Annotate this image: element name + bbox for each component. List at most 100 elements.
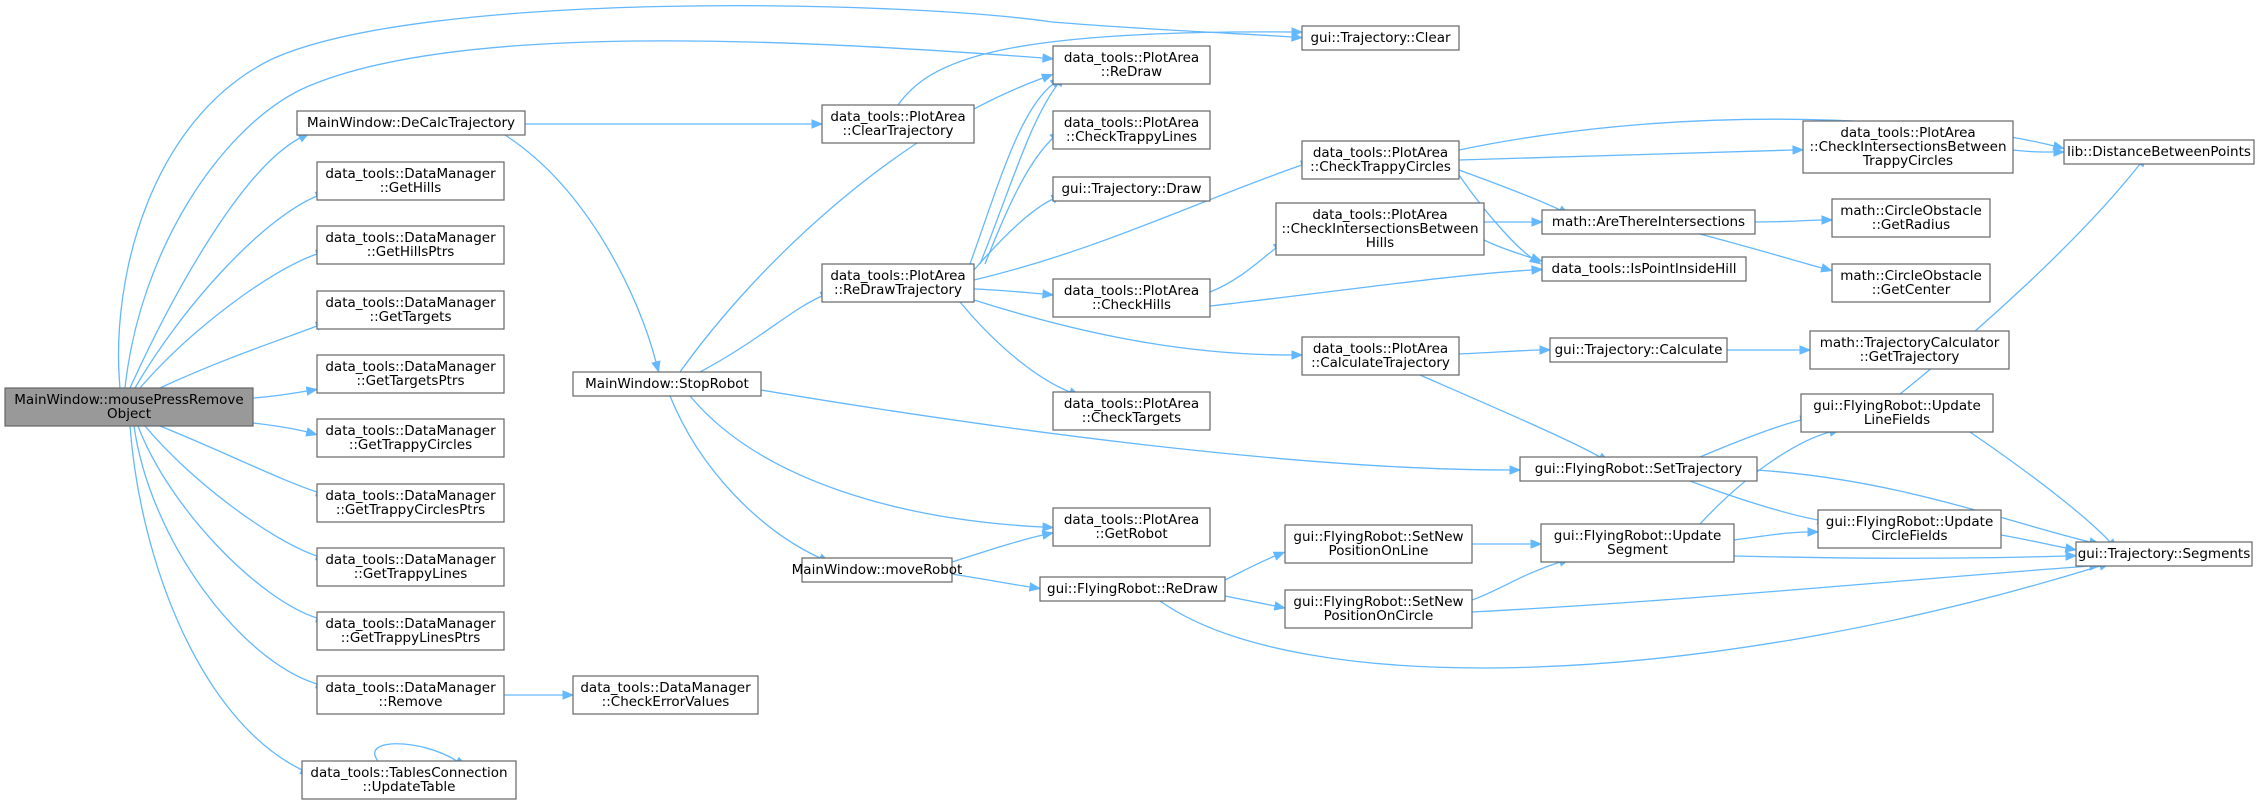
node-checkhills[interactable]: data_tools::PlotArea::CheckHills (1052, 278, 1211, 318)
node-redraw[interactable]: data_tools::PlotArea::ReDraw (1052, 45, 1211, 85)
edge-root-to-gettrappylines (144, 425, 318, 557)
edge-arrowhead (562, 690, 575, 700)
node-box (316, 225, 505, 265)
node-box (1809, 330, 2010, 370)
node-gethills[interactable]: data_tools::DataManager::GetHills (316, 161, 505, 201)
node-label: gui::Trajectory::Calculate (1555, 342, 1723, 358)
node-gettrappylinesptrs[interactable]: data_tools::DataManager::GetTrappyLinesP… (316, 611, 505, 651)
node-label: MainWindow::mousePressRemove (14, 392, 243, 408)
edge-root-to-redraw (124, 40, 1044, 389)
node-label: data_tools::PlotArea (1064, 50, 1199, 66)
node-label: data_tools::PlotArea (1064, 283, 1199, 299)
edge-arrowhead (1807, 527, 1820, 537)
node-ispointinside[interactable]: data_tools::IsPointInsideHill (1541, 256, 1747, 282)
node-distance[interactable]: lib::DistanceBetweenPoints (2063, 139, 2255, 165)
node-box (1519, 456, 1758, 482)
node-calctraj[interactable]: data_tools::PlotArea::CalculateTrajector… (1301, 336, 1460, 376)
node-checktrappycircles[interactable]: data_tools::PlotArea::CheckTrappyCircles (1301, 140, 1460, 180)
edge-redrawtraj-to-checkhills (973, 288, 1044, 295)
node-box (1301, 140, 1460, 180)
node-getcenter[interactable]: math::CircleObstacle::GetCenter (1831, 263, 1991, 303)
node-redrawtraj[interactable]: data_tools::PlotArea::ReDrawTrajectory (821, 263, 975, 303)
edge-frredraw-to-segments (1159, 565, 2101, 669)
node-settraj[interactable]: gui::FlyingRobot::SetTrajectory (1519, 456, 1758, 482)
node-gettrappycirclesptrs[interactable]: data_tools::DataManager::GetTrappyCircle… (316, 483, 505, 523)
node-checkinterhills[interactable]: data_tools::PlotArea::CheckIntersections… (1275, 202, 1485, 256)
node-label: gui::FlyingRobot::Update (1813, 398, 1981, 414)
node-gettrajectory[interactable]: math::TrajectoryCalculator::GetTrajector… (1809, 330, 2010, 370)
node-gethillsptrs[interactable]: data_tools::DataManager::GetHillsPtrs (316, 225, 505, 265)
node-checktrappylines[interactable]: data_tools::PlotArea::CheckTrappyLines (1052, 110, 1211, 150)
node-box (2075, 541, 2253, 567)
node-checktargets[interactable]: data_tools::PlotArea::CheckTargets (1052, 391, 1211, 431)
node-label: data_tools::TablesConnection (310, 765, 507, 781)
node-gettrappylines[interactable]: data_tools::DataManager::GetTrappyLines (316, 547, 505, 587)
edge-arrowhead (2053, 147, 2066, 157)
edge-updatecirclefields-to-segments (2000, 534, 2067, 549)
node-box (2063, 139, 2255, 165)
node-getradius[interactable]: math::CircleObstacle::GetRadius (1831, 198, 1991, 238)
node-box (1831, 263, 1991, 303)
node-remove[interactable]: data_tools::DataManager::Remove (316, 675, 505, 715)
edge-redrawtraj-to-trajdraw (973, 198, 1054, 271)
edge-stoprobot-to-redrawtraj (699, 295, 823, 373)
node-label: data_tools::PlotArea (830, 268, 965, 284)
node-label: ::GetHills (380, 180, 442, 196)
node-segments[interactable]: gui::Trajectory::Segments (2075, 541, 2253, 567)
node-label: data_tools::PlotArea (1064, 115, 1199, 131)
node-label: ::GetTrappyLines (354, 566, 468, 582)
node-label: Object (107, 406, 151, 422)
node-trajdraw[interactable]: gui::Trajectory::Draw (1052, 176, 1211, 202)
node-checkerror[interactable]: data_tools::DataManager::CheckErrorValue… (572, 675, 759, 715)
node-moverobot[interactable]: MainWindow::moveRobot (792, 557, 963, 583)
edge-arrowhead (1531, 265, 1544, 275)
edge-root-to-decalc (129, 137, 301, 389)
node-label: MainWindow::moveRobot (792, 562, 963, 578)
node-trajclear[interactable]: gui::Trajectory::Clear (1301, 25, 1460, 51)
node-label: ::GetRobot (1095, 526, 1167, 542)
edge-redrawtraj-to-checktargets (959, 301, 1071, 393)
node-gettrappycircles[interactable]: data_tools::DataManager::GetTrappyCircle… (316, 418, 505, 458)
edge-arrowhead (305, 427, 318, 437)
node-label: data_tools::DataManager (325, 230, 496, 246)
node-getrobot[interactable]: data_tools::PlotArea::GetRobot (1052, 507, 1211, 547)
edge-frredraw-to-setnewcircle (1224, 595, 1276, 607)
node-label: gui::FlyingRobot::SetTrajectory (1535, 461, 1742, 477)
node-decalc[interactable]: MainWindow::DeCalcTrajectory (296, 110, 526, 136)
node-cleartraj[interactable]: data_tools::PlotArea::ClearTrajectory (821, 104, 975, 144)
node-box (1284, 524, 1473, 564)
node-box (1301, 25, 1460, 51)
edge-arrowhead (2064, 543, 2078, 553)
node-stoprobot[interactable]: MainWindow::StopRobot (572, 371, 762, 397)
node-arethereinter[interactable]: math::AreThereIntersections (1541, 209, 1756, 235)
node-label: ::UpdateTable (363, 779, 456, 795)
node-checkintertrappy[interactable]: data_tools::PlotArea::CheckIntersections… (1802, 120, 2014, 174)
node-label: data_tools::DataManager (580, 680, 751, 696)
node-label: ::ClearTrajectory (842, 123, 953, 139)
node-label: ::GetHillsPtrs (367, 244, 455, 260)
edge-checkhills-to-checkinterhills (1209, 247, 1277, 293)
node-updatetable[interactable]: data_tools::TablesConnection::UpdateTabl… (301, 760, 517, 800)
node-box (1052, 391, 1211, 431)
edge-settraj-to-segments (1756, 469, 2091, 543)
node-gettargets[interactable]: data_tools::DataManager::GetTargets (316, 290, 505, 330)
node-label: gui::FlyingRobot::Update (1826, 514, 1994, 530)
node-label: gui::FlyingRobot::ReDraw (1047, 581, 1218, 597)
edge-arrowhead (1530, 539, 1543, 549)
edge-updatetable-to-updatetable (374, 743, 458, 762)
edge-moverobot-to-frredraw (951, 573, 1031, 588)
node-box (1831, 198, 1991, 238)
node-label: gui::FlyingRobot::Update (1554, 528, 1722, 544)
node-trajcalc[interactable]: gui::Trajectory::Calculate (1549, 337, 1728, 363)
node-box (821, 104, 975, 144)
node-label: ::GetTrappyCirclesPtrs (336, 502, 485, 518)
edge-arrowhead (1539, 345, 1552, 355)
node-gettargetsptrs[interactable]: data_tools::DataManager::GetTargetsPtrs (316, 354, 505, 394)
node-frredraw[interactable]: gui::FlyingRobot::ReDraw (1039, 576, 1226, 602)
